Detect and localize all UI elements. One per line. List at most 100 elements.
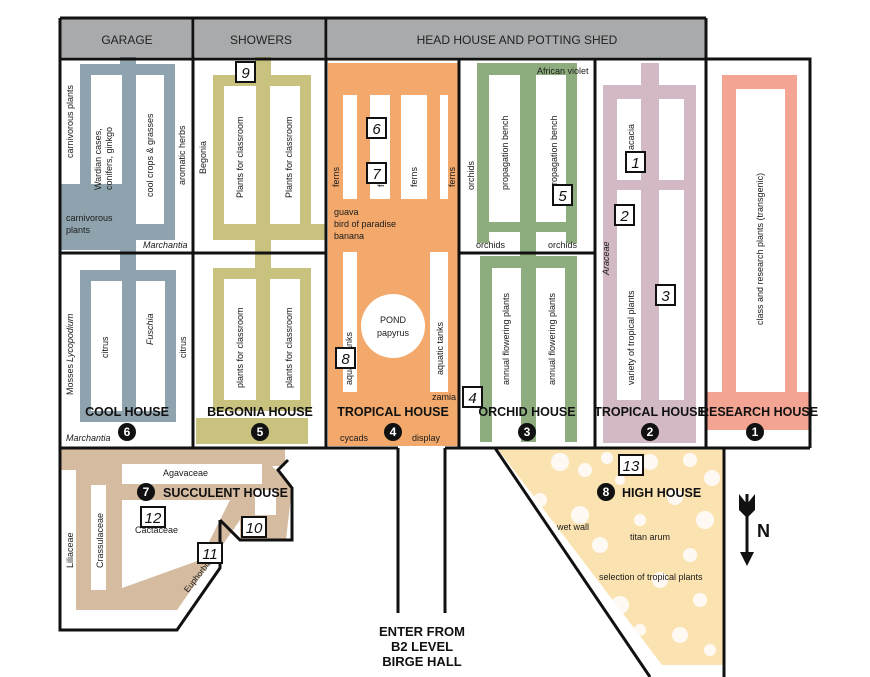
label-orchids-b: orchids bbox=[548, 240, 578, 250]
label-ferns-right: ferns bbox=[447, 166, 457, 187]
begonia-house-labels: Begonia Plants for classroom Plants for … bbox=[198, 116, 294, 388]
label-plants-classroom-d: plants for classroom bbox=[284, 307, 294, 388]
svg-text:3: 3 bbox=[524, 425, 531, 439]
house-number-5: 5 bbox=[251, 423, 269, 441]
svg-text:3: 3 bbox=[661, 288, 670, 305]
tour-markers: 1 2 3 4 5 6 7 8 9 10 11 12 13 bbox=[140, 61, 676, 564]
svg-text:8: 8 bbox=[603, 485, 610, 499]
research-house-labels: class and research plants (transgenic) bbox=[755, 173, 765, 325]
label-citrus-right: citrus bbox=[178, 336, 188, 358]
entrance-line-3: BIRGE HALL bbox=[382, 654, 462, 669]
label-ferns-left: ferns bbox=[331, 166, 341, 187]
label-banana: banana bbox=[334, 231, 364, 241]
showers-label: SHOWERS bbox=[230, 33, 292, 47]
label-african-violet: African violet bbox=[537, 66, 589, 76]
head-house-header bbox=[328, 19, 706, 57]
label-class-research: class and research plants (transgenic) bbox=[755, 173, 765, 325]
label-ferns-mid-b: ferns bbox=[409, 166, 419, 187]
entrance-line-1: ENTER FROM bbox=[379, 624, 465, 639]
label-cycads: cycads bbox=[340, 433, 369, 443]
marker-2: 2 bbox=[614, 204, 635, 226]
svg-text:4: 4 bbox=[468, 390, 476, 407]
marker-3: 3 bbox=[655, 284, 676, 306]
head-house-label: HEAD HOUSE AND POTTING SHED bbox=[417, 33, 618, 47]
label-annual-a: annual flowering plants bbox=[501, 292, 511, 385]
label-carnivorous-1: carnivorous bbox=[66, 213, 113, 223]
label-lycopodium: Lycopodium bbox=[65, 313, 75, 362]
house-name-orchid: ORCHID HOUSE bbox=[478, 405, 575, 419]
label-papyrus: papyrus bbox=[377, 328, 410, 338]
house-number-3: 3 bbox=[518, 423, 536, 441]
label-orchids-a: orchids bbox=[476, 240, 506, 250]
label-araceae: Araceae bbox=[601, 241, 611, 276]
garage-header bbox=[60, 19, 193, 57]
svg-text:5: 5 bbox=[257, 425, 264, 439]
north-label: N bbox=[757, 521, 770, 541]
house-numbers: 6 5 4 3 2 1 7 8 bbox=[118, 423, 764, 501]
showers-header bbox=[195, 19, 326, 57]
svg-text:7: 7 bbox=[143, 485, 150, 499]
high-house-labels: wet wall titan arum selection of tropica… bbox=[556, 522, 703, 582]
svg-text:6: 6 bbox=[124, 425, 131, 439]
label-propagation-b: propagation bench bbox=[549, 115, 559, 190]
label-aromatic-herbs: aromatic herbs bbox=[177, 125, 187, 185]
marker-10: 10 bbox=[241, 516, 267, 538]
label-wardian-2: conifers, ginkgo bbox=[104, 127, 114, 190]
house-name-high: HIGH HOUSE bbox=[622, 486, 701, 500]
label-aquatic-right: aquatic tanks bbox=[435, 321, 445, 375]
svg-text:6: 6 bbox=[372, 121, 381, 138]
svg-text:4: 4 bbox=[390, 425, 397, 439]
orchid-house-labels: African violet orchids propagation bench… bbox=[466, 66, 589, 385]
svg-text:12: 12 bbox=[145, 510, 162, 527]
label-display: display bbox=[412, 433, 441, 443]
house-name-tropical-2: TROPICAL HOUSE bbox=[594, 405, 706, 419]
label-plants-classroom-a: Plants for classroom bbox=[235, 116, 245, 198]
svg-text:11: 11 bbox=[202, 546, 218, 563]
cool-house-labels: carnivorous plants Wardian cases, conife… bbox=[65, 84, 188, 443]
tropical-house-2-labels: acacia Araceae variety of tropical plant… bbox=[601, 124, 636, 385]
marker-12: 12 bbox=[140, 506, 166, 528]
label-bird-of-paradise: bird of paradise bbox=[334, 219, 396, 229]
label-propagation-a: propagation bench bbox=[500, 115, 510, 190]
svg-text:9: 9 bbox=[241, 65, 250, 82]
entrance-line-2: B2 LEVEL bbox=[391, 639, 453, 654]
marker-9: 9 bbox=[235, 61, 256, 83]
svg-text:2: 2 bbox=[619, 208, 629, 225]
tropical-house-2 bbox=[603, 63, 696, 443]
label-plants-classroom-b: Plants for classroom bbox=[284, 116, 294, 198]
marker-7: 7 bbox=[366, 162, 387, 184]
svg-text:10: 10 bbox=[246, 520, 263, 537]
house-name-research: RESEARCH HOUSE bbox=[700, 405, 818, 419]
house-name-cool: COOL HOUSE bbox=[85, 405, 169, 419]
marker-13: 13 bbox=[618, 454, 644, 476]
label-liliaceae: Liliaceae bbox=[65, 532, 75, 568]
label-citrus-left: citrus bbox=[100, 336, 110, 358]
svg-text:7: 7 bbox=[372, 166, 381, 183]
label-annual-b: annual flowering plants bbox=[547, 292, 557, 385]
house-names: COOL HOUSE BEGONIA HOUSE TROPICAL HOUSE … bbox=[85, 405, 818, 500]
svg-text:8: 8 bbox=[341, 351, 350, 368]
garage-label: GARAGE bbox=[101, 33, 152, 47]
label-carnivorous-2: plants bbox=[66, 225, 91, 235]
entrance-label: ENTER FROM B2 LEVEL BIRGE HALL bbox=[379, 624, 465, 669]
header-bar: GARAGE SHOWERS HEAD HOUSE AND POTTING SH… bbox=[60, 19, 706, 57]
begonia-house bbox=[196, 57, 326, 444]
house-number-1: 1 bbox=[746, 423, 764, 441]
svg-text:1: 1 bbox=[631, 155, 639, 172]
svg-text:2: 2 bbox=[647, 425, 654, 439]
svg-text:13: 13 bbox=[623, 458, 640, 475]
house-number-2: 2 bbox=[641, 423, 659, 441]
house-number-6: 6 bbox=[118, 423, 136, 441]
label-wet-wall: wet wall bbox=[556, 522, 589, 532]
label-cactaceae: Cactaceae bbox=[135, 525, 178, 535]
house-number-8: 8 bbox=[597, 483, 615, 501]
label-acacia: acacia bbox=[626, 124, 636, 150]
label-crassulaceae: Crassulaceae bbox=[95, 513, 105, 568]
marker-6: 6 bbox=[366, 117, 387, 139]
north-arrow-icon: N bbox=[739, 494, 770, 566]
label-pond: POND bbox=[380, 315, 407, 325]
marker-4: 4 bbox=[462, 386, 483, 408]
label-orchids-vertical: orchids bbox=[466, 160, 476, 190]
svg-text:1: 1 bbox=[752, 425, 759, 439]
